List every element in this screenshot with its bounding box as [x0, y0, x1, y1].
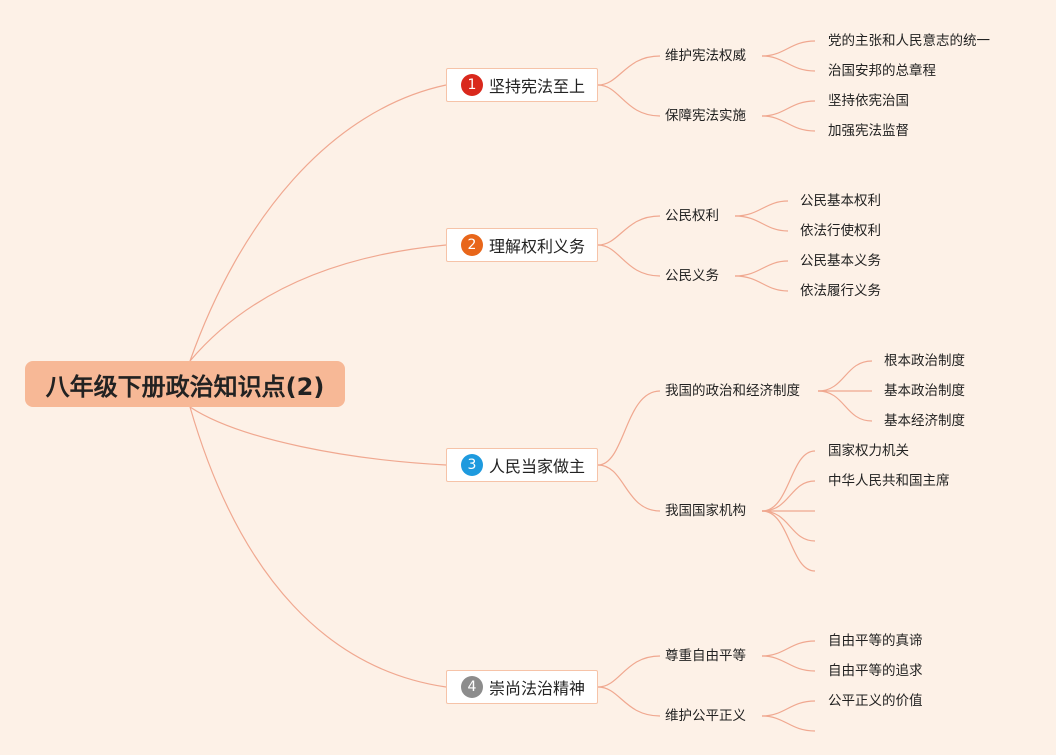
leaf-3-1-1[interactable]: 根本政治制度 [884, 353, 965, 369]
link-t3s2-i1 [761, 450, 816, 512]
topic-4-label: 崇尚法治精神 [489, 679, 586, 698]
subtopic-2-2[interactable]: 公民义务 [665, 268, 719, 284]
subtopic-3-2[interactable]: 我国国家机构 [665, 503, 746, 519]
leaf-3-1-2[interactable]: 基本政治制度 [884, 383, 965, 399]
subtopic-3-1[interactable]: 我国的政治和经济制度 [665, 383, 800, 399]
link-t2s2-i2 [734, 275, 789, 292]
topic-node-1[interactable]: 1 坚持宪法至上 [446, 68, 598, 102]
subtopic-2-1[interactable]: 公民权利 [665, 208, 719, 224]
link-t1s1-i2 [761, 55, 816, 72]
link-t4s2-i1 [761, 700, 816, 717]
leaf-3-1-3[interactable]: 基本经济制度 [884, 413, 965, 429]
topic-2-label: 理解权利义务 [489, 237, 586, 256]
leaf-2-2-2[interactable]: 依法履行义务 [800, 283, 881, 299]
link-t3s1-i3 [817, 390, 873, 422]
link-t4s2-i2 [761, 715, 816, 732]
leaf-3-2-2[interactable]: 中华人民共和国主席 [828, 473, 950, 489]
link-t2-sub2 [597, 244, 661, 277]
subtopic-1-1[interactable]: 维护宪法权威 [665, 48, 746, 64]
topic-1-label: 坚持宪法至上 [489, 77, 586, 96]
leaf-1-2-2[interactable]: 加强宪法监督 [828, 123, 909, 139]
link-t2s1-i2 [734, 215, 789, 232]
leaf-2-2-1[interactable]: 公民基本义务 [800, 253, 881, 269]
link-t1-sub1 [597, 55, 661, 86]
topic-node-4[interactable]: 4 崇尚法治精神 [446, 670, 598, 704]
topic-node-3[interactable]: 3 人民当家做主 [446, 448, 598, 482]
link-t1s2-i2 [761, 115, 816, 132]
leaf-4-2-1[interactable]: 公平正义的价值 [828, 693, 923, 709]
link-t4-sub2 [597, 686, 661, 717]
subtopic-4-2[interactable]: 维护公平正义 [665, 708, 746, 724]
leaf-4-1-1[interactable]: 自由平等的真谛 [828, 633, 923, 649]
link-t3s2-i2 [761, 480, 816, 512]
leaf-2-1-2[interactable]: 依法行使权利 [800, 223, 881, 239]
leaf-1-2-1[interactable]: 坚持依宪治国 [828, 93, 909, 109]
subtopic-4-1[interactable]: 尊重自由平等 [665, 648, 746, 664]
topic-4-number-badge: 4 [461, 676, 483, 698]
leaf-4-1-2[interactable]: 自由平等的追求 [828, 663, 923, 679]
link-t2s2-i1 [734, 260, 789, 277]
link-t4s1-i2 [761, 655, 816, 672]
topic-1-number-badge: 1 [461, 74, 483, 96]
leaf-2-1-1[interactable]: 公民基本权利 [800, 193, 881, 209]
link-t3-sub1 [597, 390, 661, 466]
link-t2-sub1 [597, 215, 661, 246]
link-root-topic-2 [189, 244, 447, 362]
leaf-1-1-2[interactable]: 治国安邦的总章程 [828, 63, 936, 79]
subtopic-1-2[interactable]: 保障宪法实施 [665, 108, 746, 124]
link-t2s1-i1 [734, 200, 789, 217]
link-t3s2-i5 [761, 510, 816, 572]
link-t1-sub2 [597, 84, 661, 117]
link-t4-sub1 [597, 655, 661, 688]
link-t3s2-i4 [761, 510, 816, 542]
topic-node-2[interactable]: 2 理解权利义务 [446, 228, 598, 262]
link-t1s1-i1 [761, 40, 816, 57]
link-root-topic-3 [189, 406, 447, 466]
link-root-topic-1 [189, 84, 447, 362]
topic-3-number-badge: 3 [461, 454, 483, 476]
link-t3s1-i1 [817, 360, 873, 392]
link-t4s1-i1 [761, 640, 816, 657]
topic-2-number-badge: 2 [461, 234, 483, 256]
link-t3-sub2 [597, 464, 661, 512]
link-root-topic-4 [189, 406, 447, 688]
root-label: 八年级下册政治知识点(2) [45, 372, 325, 401]
leaf-1-1-1[interactable]: 党的主张和人民意志的统一 [828, 33, 990, 49]
root-node[interactable]: 八年级下册政治知识点(2) [25, 361, 345, 407]
link-t1s2-i1 [761, 100, 816, 117]
leaf-3-2-1[interactable]: 国家权力机关 [828, 443, 909, 459]
topic-3-label: 人民当家做主 [489, 457, 586, 476]
